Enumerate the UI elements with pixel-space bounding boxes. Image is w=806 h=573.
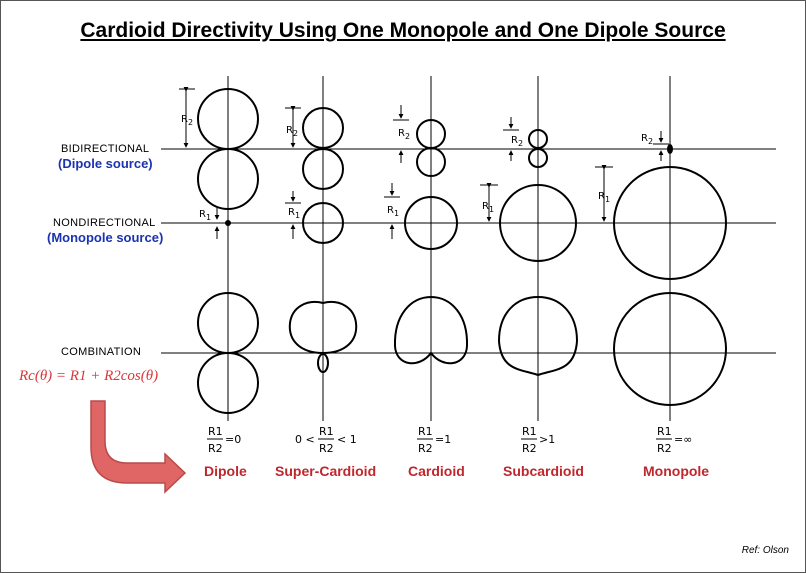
cardioid-pattern (393, 295, 469, 365)
row-label-combination: COMBINATION (61, 346, 142, 358)
ratio-subcardioid: R1 R2 >1 (521, 425, 555, 455)
label-r2-col4: R2 (511, 135, 523, 148)
monopole-circle-5 (613, 166, 727, 280)
label-r1-col2: R1 (288, 207, 300, 220)
dimension-r1-col2 (285, 191, 301, 239)
svg-text:=1: =1 (435, 433, 451, 446)
dipole-lobe-lower-4 (528, 148, 548, 168)
ratio-dipole: R1 R2 =0 (207, 425, 241, 455)
label-r2-col5: R2 (641, 133, 653, 146)
dipole-lobe-tiny (667, 144, 673, 154)
source-label-dipole: (Dipole source) (58, 156, 153, 171)
dimension-r2-col3 (393, 105, 409, 163)
dimension-r2-col5 (653, 131, 669, 161)
reference-note: Ref: Olson (741, 545, 789, 556)
supercardioid-rear-lobe (317, 353, 329, 373)
label-r2-col3: R2 (398, 128, 410, 141)
pattern-name-super-cardioid: Super-Cardioid (275, 463, 377, 479)
monopole-point (225, 220, 231, 226)
dimension-r2-col2 (285, 105, 301, 148)
dimension-r1-col3 (384, 183, 400, 239)
dipole-lobe-lower-2 (302, 148, 344, 190)
pattern-name-monopole: Monopole (643, 463, 710, 479)
source-label-monopole: (Monopole source) (47, 230, 164, 245)
label-r2-col2: R2 (286, 125, 298, 138)
label-r1-col5: R1 (598, 191, 610, 204)
pattern-name-subcardioid: Subcardioid (503, 463, 584, 479)
svg-text:>1: >1 (539, 433, 555, 446)
svg-text:R1: R1 (319, 425, 334, 438)
svg-text:R1: R1 (522, 425, 537, 438)
svg-text:R2: R2 (208, 442, 223, 455)
formula: Rc(θ) = R1 + R2cos(θ) (19, 368, 159, 384)
dimension-r2-col4 (503, 117, 519, 161)
curved-arrow (90, 400, 187, 494)
svg-text:=∞: =∞ (674, 433, 692, 446)
svg-text:R1: R1 (657, 425, 672, 438)
svg-text:R2: R2 (319, 442, 334, 455)
dimension-r2-col1 (179, 86, 195, 148)
label-r1-col3: R1 (387, 205, 399, 218)
ratio-supercardioid: 0 < R1 R2 < 1 (295, 425, 357, 455)
label-r1-col1: R1 (199, 209, 211, 222)
row-label-bidirectional: BIDIRECTIONAL (61, 143, 150, 155)
dipole-lobe-lower-3 (416, 147, 446, 177)
ratio-cardioid: R1 R2 =1 (417, 425, 451, 455)
label-r2-col1: R2 (181, 114, 193, 127)
svg-text:< 1: < 1 (337, 433, 357, 446)
combination-lobe-lower-dipole (197, 352, 259, 414)
supercardioid-pattern (288, 301, 358, 355)
monopole-circle-2 (302, 202, 344, 244)
svg-text:R1: R1 (418, 425, 433, 438)
ratio-monopole: R1 R2 =∞ (656, 425, 692, 455)
svg-text:R1: R1 (208, 425, 223, 438)
pattern-name-dipole: Dipole (204, 463, 247, 479)
row-label-nondirectional: NONDIRECTIONAL (53, 217, 156, 229)
monopole-combination-pattern (613, 292, 727, 406)
svg-text:=0: =0 (225, 433, 241, 446)
label-r1-col4: R1 (482, 201, 494, 214)
dimension-r1-col5 (595, 164, 613, 222)
subcardioid-pattern (497, 295, 579, 377)
dipole-lobe-lower (197, 148, 259, 210)
pattern-name-cardioid: Cardioid (408, 463, 465, 479)
dimension-r1-col4 (480, 182, 498, 222)
svg-text:0 <: 0 < (295, 433, 315, 446)
svg-text:R2: R2 (522, 442, 537, 455)
monopole-circle-4 (499, 184, 577, 262)
svg-text:R2: R2 (657, 442, 672, 455)
page-title: Cardioid Directivity Using One Monopole … (80, 19, 726, 42)
monopole-circle-3 (404, 196, 458, 250)
svg-text:R2: R2 (418, 442, 433, 455)
